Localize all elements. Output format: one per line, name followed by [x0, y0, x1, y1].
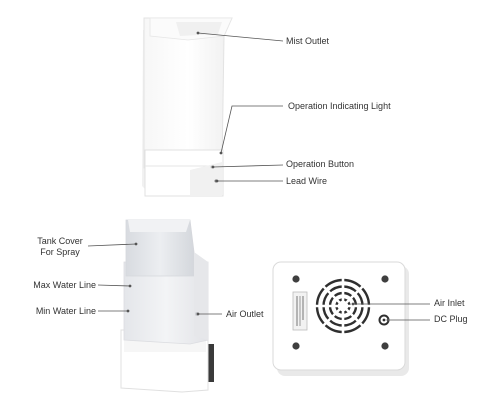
label-air-inlet: Air Inlet [434, 298, 465, 308]
label-operation-light: Operation Indicating Light [288, 101, 391, 111]
label-air-outlet: Air Outlet [226, 309, 264, 319]
humidifier-tower [142, 17, 233, 197]
tower-opening [176, 22, 222, 36]
leader-operation-light [220, 105, 283, 154]
leader-tank-cover [87, 243, 137, 247]
rubber-foot [381, 342, 389, 350]
label-max-water-line: Max Water Line [33, 280, 96, 290]
leader-operation-button [212, 164, 284, 168]
label-tank-cover: Tank Cover For Spray [30, 236, 90, 258]
rubber-foot [292, 342, 300, 350]
tower-base-shade [190, 162, 222, 196]
tower-body [143, 17, 233, 169]
underside-panel [272, 261, 406, 371]
label-dc-plug: DC Plug [434, 314, 468, 324]
rubber-foot [381, 275, 389, 283]
leader-dots [126, 31, 390, 322]
label-lead-wire: Lead Wire [286, 176, 328, 186]
label-tank-cover-line2: For Spray [40, 247, 80, 257]
dc-plug-pin [382, 318, 386, 322]
base-underside [272, 261, 409, 376]
tank-cover-top [128, 220, 190, 232]
tank-right-face [194, 252, 208, 340]
leader-max-water [97, 284, 131, 287]
leader-mist-outlet [197, 32, 284, 42]
label-mist-outlet: Mist Outlet [286, 36, 330, 46]
label-operation-button: Operation Button [286, 159, 355, 169]
leader-lines [87, 32, 430, 321]
label-min-water-line: Min Water Line [35, 306, 96, 316]
label-tank-cover-line1: Tank Cover [37, 236, 83, 246]
tank-device [120, 219, 214, 393]
rubber-foot [292, 275, 300, 283]
air-inlet-spokes [315, 278, 371, 334]
